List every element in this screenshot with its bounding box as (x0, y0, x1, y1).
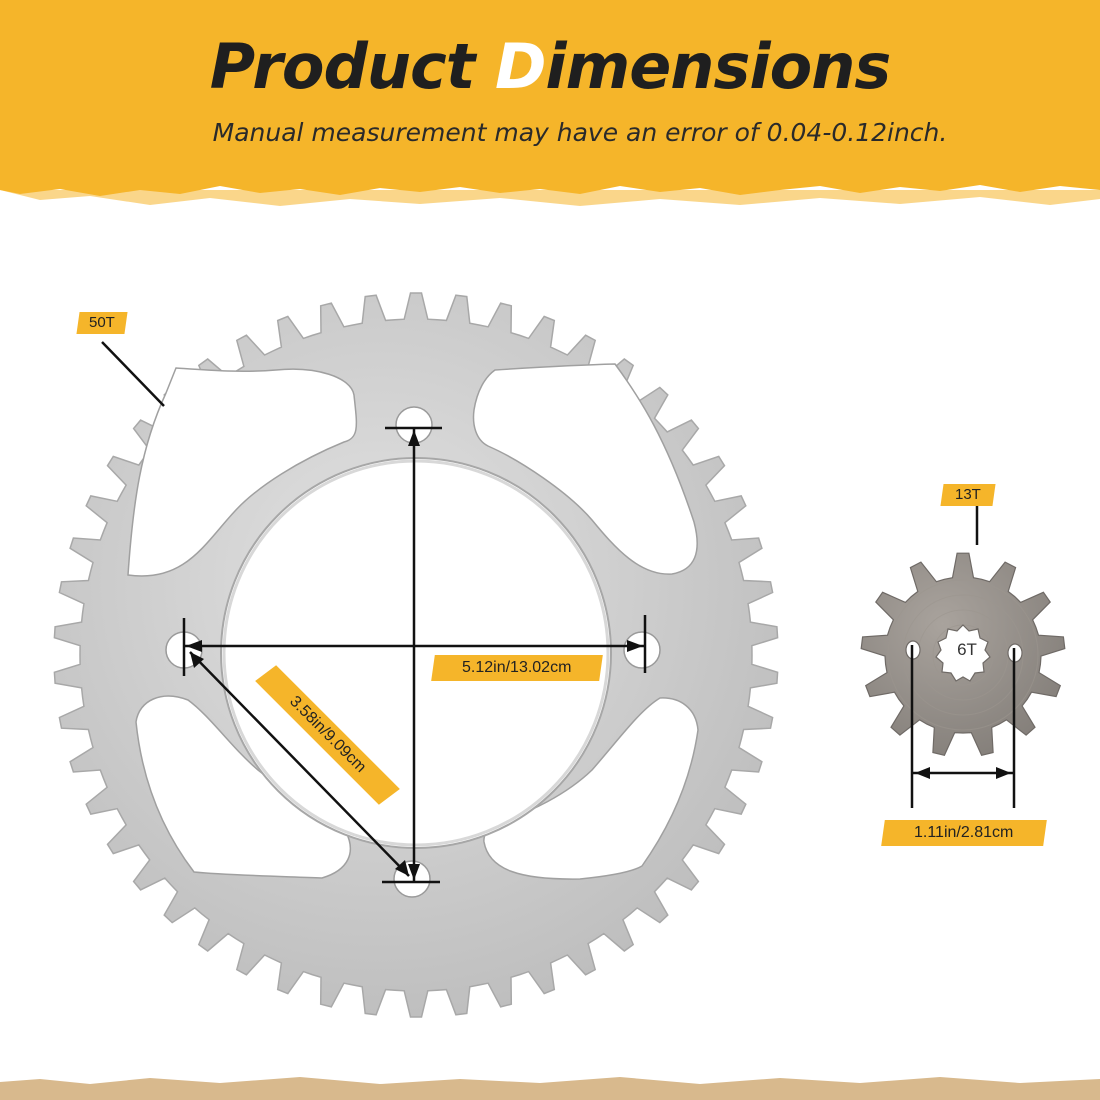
teeth-count-badge-small: 13T (940, 484, 996, 506)
large-sprocket-cutouts (127, 363, 699, 880)
dimension-lines (101, 341, 1016, 884)
bottom-strip (0, 1077, 1100, 1100)
large-sprocket-center-bore (220, 457, 612, 849)
page-subtitle: Manual measurement may have an error of … (212, 118, 948, 147)
title-highlight-letter: D (494, 30, 546, 103)
small-sprocket-spline-bore (935, 624, 991, 682)
page-title: Product Dimensions (209, 30, 892, 103)
teeth-count-badge-large: 50T (76, 312, 128, 334)
bolt-hole-right (623, 631, 661, 669)
spline-count-label: 6T (957, 640, 977, 659)
header-banner (0, 0, 1100, 206)
large-sprocket (53, 292, 779, 1018)
hole-spacing-dimension-label: 1.11in/2.81cm (881, 820, 1047, 846)
large-sprocket-bore-rim (222, 459, 610, 847)
bolt-circle-dimension-label: 5.12in/13.02cm (431, 655, 603, 681)
